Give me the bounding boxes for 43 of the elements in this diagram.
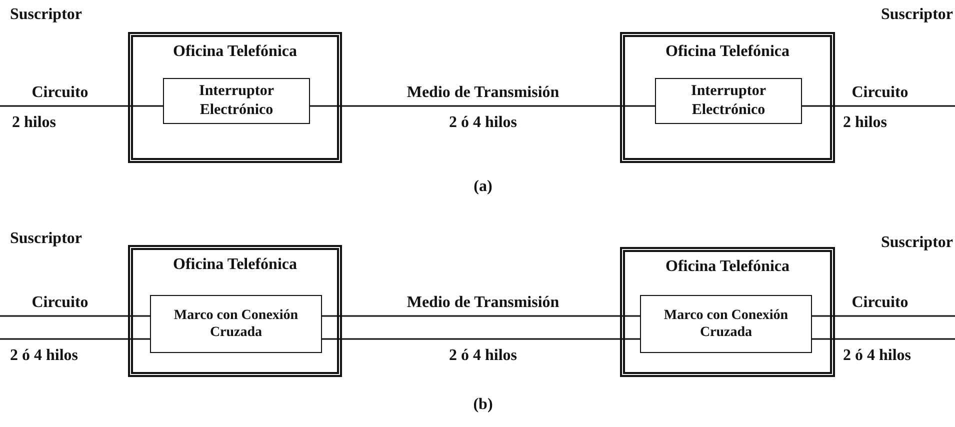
wire bbox=[812, 338, 955, 340]
figure-caption: (a) bbox=[474, 178, 492, 196]
equipment-box bbox=[163, 78, 310, 124]
edge-label: Circuito bbox=[32, 84, 88, 102]
office-box bbox=[128, 32, 342, 163]
wire-label: Suscriptor bbox=[10, 6, 82, 24]
office-box bbox=[620, 247, 835, 377]
edge-label: Circuito bbox=[32, 294, 88, 312]
wire-label: 2 ó 4 hilos bbox=[449, 114, 517, 132]
wire bbox=[802, 105, 955, 107]
equipment-label: Interruptor Electrónico bbox=[690, 82, 767, 120]
office-box bbox=[128, 245, 342, 377]
wire-label: 2 ó 4 hilos bbox=[843, 347, 912, 365]
wire-label: Suscriptor bbox=[881, 6, 953, 24]
wire-label: Suscriptor bbox=[10, 230, 82, 248]
office-title: Oficina Telefónica bbox=[173, 43, 297, 61]
wire bbox=[0, 105, 163, 107]
figure-caption: (b) bbox=[473, 396, 493, 414]
wire bbox=[310, 105, 655, 107]
office-box bbox=[620, 32, 835, 163]
wire-label: 2 ó 4 hilos bbox=[10, 347, 78, 365]
wire-label: Suscriptor bbox=[881, 234, 953, 252]
edge-label: Circuito bbox=[852, 294, 908, 312]
wire-label: 2 ó 4 hilos bbox=[449, 347, 517, 365]
edge-label: Circuito bbox=[852, 84, 908, 102]
equipment-label: Marco con Conexión Cruzada bbox=[662, 306, 790, 342]
office-title: Oficina Telefónica bbox=[173, 256, 297, 274]
edge-label: Medio de Transmisión bbox=[406, 84, 560, 102]
wire-label: 2 hilos bbox=[12, 114, 56, 132]
wire bbox=[812, 315, 955, 317]
equipment-box bbox=[655, 78, 802, 124]
office-title: Oficina Telefónica bbox=[666, 258, 790, 276]
wire bbox=[0, 315, 150, 317]
equipment-label: Marco con Conexión Cruzada bbox=[172, 306, 300, 342]
wire bbox=[0, 338, 150, 340]
equipment-box bbox=[150, 295, 322, 353]
wire-label: 2 hilos bbox=[843, 114, 888, 132]
wire bbox=[322, 338, 640, 340]
equipment-label: Interruptor Electrónico bbox=[198, 82, 275, 120]
wire bbox=[322, 315, 640, 317]
equipment-box bbox=[640, 295, 812, 353]
edge-label: Medio de Transmisión bbox=[406, 294, 560, 312]
office-title: Oficina Telefónica bbox=[666, 43, 790, 61]
